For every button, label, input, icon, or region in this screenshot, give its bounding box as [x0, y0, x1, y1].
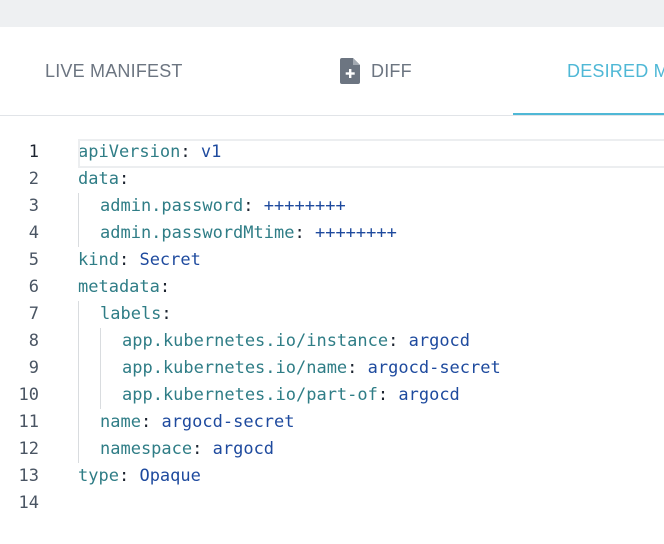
manifest-code-editor[interactable]: 1 apiVersion: v1 2 data: 3 admin.password: ++…: [0, 139, 664, 544]
code-content: kind: Secret: [78, 247, 201, 274]
yaml-colon: :: [388, 331, 399, 351]
line-number: 1: [28, 142, 39, 162]
yaml-value: argocd-secret: [367, 358, 501, 378]
indent-guide: [78, 409, 100, 436]
line-number: 8: [28, 331, 39, 351]
line-number: 12: [18, 439, 39, 459]
yaml-key: app.kubernetes.io/instance: [122, 331, 389, 351]
yaml-colon: :: [243, 196, 254, 216]
code-line[interactable]: 10 app.kubernetes.io/part-of: argocd: [0, 382, 664, 409]
indent-guide: [100, 382, 122, 409]
line-number: 4: [28, 223, 39, 243]
yaml-colon: :: [118, 250, 130, 270]
code-line[interactable]: 7 labels:: [0, 301, 664, 328]
yaml-key: admin.passwordMtime: [100, 223, 295, 243]
code-content: admin.passwordMtime: ++++++++: [78, 220, 397, 247]
yaml-key: apiVersion: [78, 142, 181, 162]
file-diff-icon: [340, 58, 360, 84]
yaml-colon: :: [294, 223, 305, 243]
line-number: 10: [18, 385, 39, 405]
code-content: app.kubernetes.io/instance: argocd: [78, 328, 470, 355]
yaml-key: data: [78, 169, 119, 189]
yaml-colon: :: [118, 169, 130, 189]
line-number: 6: [28, 277, 39, 297]
indent-guide: [78, 193, 100, 220]
yaml-colon: :: [140, 412, 152, 432]
line-number: 9: [28, 358, 39, 378]
tab-diff-label: DIFF: [371, 60, 412, 81]
code-line[interactable]: 13 type: Opaque: [0, 463, 664, 490]
indent-guide: [100, 328, 122, 355]
yaml-key: labels: [100, 304, 162, 324]
yaml-key: metadata: [78, 277, 160, 297]
code-content: data:: [78, 166, 129, 193]
line-number: 2: [28, 169, 39, 189]
tab-desired-manifest[interactable]: DESIRED M: [567, 27, 664, 115]
line-number: 7: [28, 304, 39, 324]
yaml-value: Opaque: [139, 466, 201, 486]
indent-guide: [78, 220, 100, 247]
line-number: 3: [28, 196, 39, 216]
code-line[interactable]: 6 metadata:: [0, 274, 664, 301]
indent-guide: [100, 355, 122, 382]
tab-diff[interactable]: DIFF: [340, 27, 412, 115]
yaml-colon: :: [347, 358, 358, 378]
yaml-value: argocd-secret: [161, 412, 295, 432]
code-line[interactable]: 8 app.kubernetes.io/instance: argocd: [0, 328, 664, 355]
code-line[interactable]: 2 data:: [0, 166, 664, 193]
indent-guide: [78, 382, 100, 409]
code-line[interactable]: 1 apiVersion: v1: [0, 139, 664, 168]
yaml-key: name: [100, 412, 141, 432]
code-line[interactable]: 11 name: argocd-secret: [0, 409, 664, 436]
yaml-colon: :: [159, 277, 171, 297]
yaml-colon: :: [180, 142, 191, 162]
code-line[interactable]: 5 kind: Secret: [0, 247, 664, 274]
active-tab-indicator: [513, 113, 664, 115]
yaml-key: app.kubernetes.io/part-of: [122, 385, 378, 405]
tab-live-manifest[interactable]: LIVE MANIFEST: [45, 27, 183, 115]
line-number: 5: [28, 250, 39, 270]
indent-guide: [78, 301, 100, 328]
indent-guide: [78, 328, 100, 355]
manifest-tabs: LIVE MANIFEST DIFF DESIRED M: [0, 27, 664, 116]
yaml-colon: :: [377, 385, 389, 405]
yaml-colon: :: [161, 304, 172, 324]
code-line[interactable]: 12 namespace: argocd: [0, 436, 664, 463]
yaml-colon: :: [118, 466, 130, 486]
code-line[interactable]: 3 admin.password: ++++++++: [0, 193, 664, 220]
yaml-value: argocd: [212, 439, 275, 459]
yaml-value: ++++++++: [314, 223, 397, 243]
yaml-value: v1: [200, 142, 222, 162]
line-number: 14: [18, 493, 39, 513]
code-content: admin.password: ++++++++: [78, 193, 346, 220]
tab-live-manifest-label: LIVE MANIFEST: [45, 60, 183, 81]
line-number: 11: [18, 412, 39, 432]
code-content: namespace: argocd: [78, 436, 274, 463]
yaml-colon: :: [192, 439, 203, 459]
code-content: labels:: [78, 301, 172, 328]
indent-guide: [78, 355, 100, 382]
yaml-value: ++++++++: [263, 196, 346, 216]
yaml-key: app.kubernetes.io/name: [122, 358, 348, 378]
code-content: name: argocd-secret: [78, 409, 295, 436]
code-content: type: Opaque: [78, 463, 201, 490]
code-content: app.kubernetes.io/name: argocd-secret: [78, 355, 501, 382]
code-content: app.kubernetes.io/part-of: argocd: [78, 382, 460, 409]
yaml-key: kind: [78, 250, 119, 270]
yaml-value: Secret: [139, 250, 201, 270]
yaml-value: argocd: [408, 331, 471, 351]
top-bar: [0, 0, 664, 27]
indent-guide: [78, 436, 100, 463]
code-content: apiVersion: v1: [78, 139, 221, 166]
yaml-key: namespace: [100, 439, 193, 459]
code-line[interactable]: 9 app.kubernetes.io/name: argocd-secret: [0, 355, 664, 382]
code-line[interactable]: 14: [0, 490, 664, 517]
tab-desired-manifest-label: DESIRED M: [567, 60, 664, 81]
yaml-key: admin.password: [100, 196, 244, 216]
yaml-key: type: [78, 466, 119, 486]
code-line[interactable]: 4 admin.passwordMtime: ++++++++: [0, 220, 664, 247]
line-number: 13: [18, 466, 39, 486]
code-content: metadata:: [78, 274, 170, 301]
yaml-value: argocd: [398, 385, 460, 405]
